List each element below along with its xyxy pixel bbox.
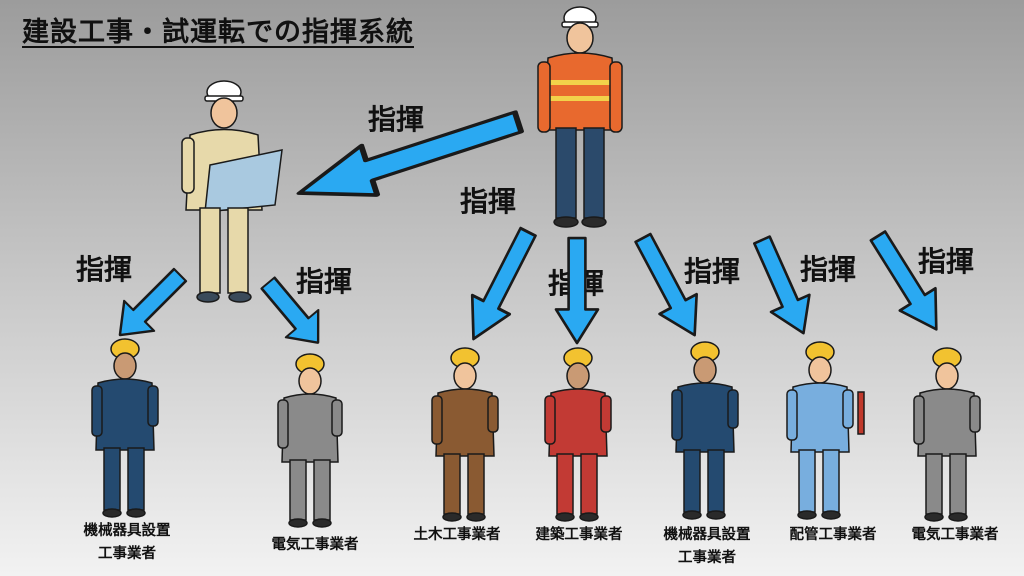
arrow-supervisor-to-worker-1 [118,267,188,337]
command-label-right-1: 指揮 [684,255,741,288]
worker-caption-1-line2: 工事業者 [98,546,156,562]
supervisor-figure [181,80,283,303]
worker-figure-6 [786,341,865,520]
worker-caption-2-line1: 電気工事業者 [271,537,359,553]
command-label-right-3: 指揮 [918,245,975,278]
worker-caption-6: 配管工事業者 [758,524,908,547]
worker-caption-5-line2: 工事業者 [678,550,736,566]
worker-caption-5: 機械器具設置 工事業者 [632,524,782,570]
worker-caption-1-line1: 機械器具設置 [83,523,171,539]
command-label-left-1: 指揮 [76,253,133,286]
worker-caption-4-line1: 建築工事業者 [535,527,623,543]
worker-caption-3-line1: 土木工事業者 [413,527,501,543]
worker-figure-3 [431,347,499,522]
arrow-supervisor-to-worker-2 [260,276,320,344]
command-label-center: 指揮 [460,185,517,218]
command-label-left-2: 指揮 [296,265,353,298]
command-label-right-2: 指揮 [800,253,857,286]
arrow-manager-to-supervisor [296,110,524,197]
arrow-manager-to-worker-7 [869,230,938,331]
worker-caption-4: 建築工事業者 [504,524,654,547]
worker-caption-1: 機械器具設置 工事業者 [52,520,202,566]
worker-figure-2 [277,353,343,528]
arrow-manager-to-worker-6 [753,235,811,335]
arrow-manager-to-worker-4 [554,236,600,345]
worker-figure-5 [671,341,739,520]
site-manager-figure [537,6,623,228]
worker-caption-7-line1: 電気工事業者 [911,527,999,543]
worker-caption-3: 土木工事業者 [382,524,532,547]
arrow-manager-to-worker-3 [470,226,537,341]
worker-caption-7: 電気工事業者 [880,524,1024,547]
command-label-top: 指揮 [368,103,425,136]
page-title: 建設工事・試運転での指揮系統 [22,17,414,48]
arrow-manager-to-worker-5 [634,232,698,337]
worker-caption-6-line1: 配管工事業者 [789,527,877,543]
worker-figure-4 [544,347,612,522]
worker-caption-5-line1: 機械器具設置 [663,527,751,543]
worker-caption-2: 電気工事業者 [240,534,390,557]
worker-figure-7 [913,347,981,522]
worker-figure-1 [91,338,159,518]
